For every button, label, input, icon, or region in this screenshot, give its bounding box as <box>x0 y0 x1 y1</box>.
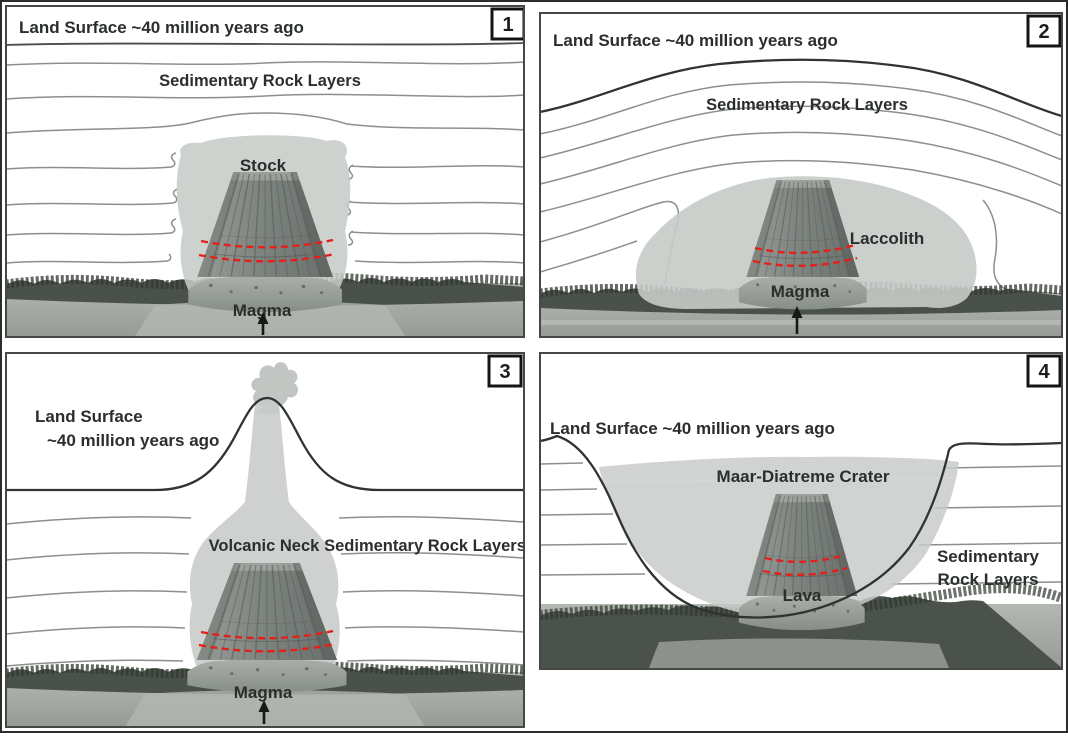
panel3-body-label: Volcanic Neck <box>209 537 320 555</box>
red-marker-beds <box>752 243 858 268</box>
crater-fill-band <box>600 477 956 483</box>
panel-3-volcanic-neck: Land Surface ~40 million years ago Volca… <box>5 352 526 733</box>
panel3-number-box: 3 <box>487 354 523 388</box>
eruption-plume <box>251 362 299 408</box>
panel-1-stock: Land Surface ~40 million years ago Sedim… <box>5 5 526 343</box>
land-surface-line <box>539 58 1063 118</box>
magma-arrow <box>257 312 269 335</box>
panel4-layers-label-line1: Sedimentary <box>937 547 1040 566</box>
panel2-header: Land Surface ~40 million years ago <box>553 31 838 50</box>
panel2-number-box: 2 <box>1026 14 1062 48</box>
land-surface-line <box>6 396 524 492</box>
panel3-border <box>5 352 525 728</box>
panel3-header-line1: Land Surface <box>35 407 143 426</box>
panel2-source-label: Magma <box>771 282 830 301</box>
sedimentary-layer-lines <box>539 81 1063 295</box>
panel4-body-label: Maar-Diatreme Crater <box>717 467 890 486</box>
land-surface-crater-line <box>539 434 1063 619</box>
panel2-border <box>539 12 1063 338</box>
panel1-layers-label: Sedimentary Rock Layers <box>159 72 361 90</box>
panel3-source-label: Magma <box>234 683 293 702</box>
panel2-body-label: Laccolith <box>850 229 925 248</box>
panel4-layers-label-line2: Rock Layers <box>937 570 1038 589</box>
panel2-number: 2 <box>1038 21 1049 43</box>
photo-strip <box>539 583 1064 668</box>
panel1-header: Land Surface ~40 million years ago <box>19 18 304 37</box>
panel2-layers-label: Sedimentary Rock Layers <box>706 96 908 114</box>
panel-4-maar-diatreme: Land Surface ~40 million years ago Maar-… <box>539 352 1064 675</box>
panel4-border <box>539 352 1063 670</box>
panel1-number-box: 1 <box>490 7 526 41</box>
panel3-layers-label: Sedimentary Rock Layers <box>324 537 525 555</box>
panel1-body-label: Stock <box>240 156 287 175</box>
panel3-header-line2: ~40 million years ago <box>47 431 219 450</box>
magma-arrow <box>791 306 803 334</box>
panel4-number: 4 <box>1038 361 1050 383</box>
panel3-number: 3 <box>499 361 510 383</box>
panel4-header: Land Surface ~40 million years ago <box>550 419 835 438</box>
panel4-source-label: Lava <box>783 586 822 605</box>
red-marker-beds <box>762 553 848 577</box>
sedimentary-layer-lines <box>5 516 525 667</box>
land-surface-line <box>5 42 525 46</box>
red-marker-beds <box>198 629 336 653</box>
red-marker-beds <box>198 238 336 263</box>
panel1-source-label: Magma <box>233 301 292 320</box>
panel1-border <box>5 5 525 338</box>
magma-arrow <box>258 700 270 724</box>
sedimentary-layer-lines <box>539 462 1063 585</box>
panel1-number: 1 <box>502 14 513 36</box>
panel4-number-box: 4 <box>1026 354 1062 388</box>
panel-2-laccolith: Land Surface ~40 million years ago Sedim… <box>539 12 1063 343</box>
sedimentary-layer-lines <box>5 61 525 264</box>
